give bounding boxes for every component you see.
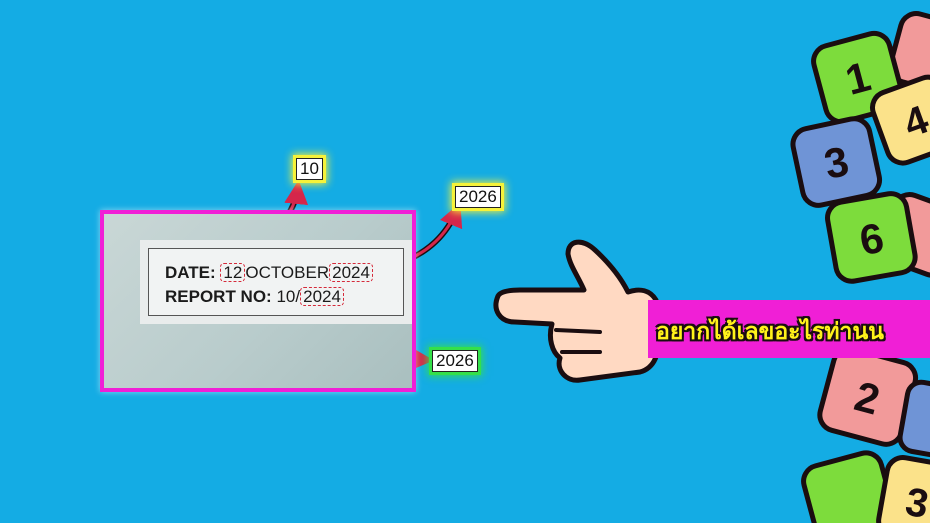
date-year-replacement-tag: 2026 [455, 186, 501, 208]
report-year-replacement-tag: 2026 [432, 350, 478, 372]
die-blue-right [897, 379, 930, 460]
date-day-highlight: 12 [220, 263, 246, 282]
report-year-highlight: 2024 [300, 287, 344, 306]
thai-banner: อยากได้เลขอะไรท่านน [648, 300, 930, 358]
date-month: OCTOBER [245, 263, 330, 282]
report-prefix: 10/ [276, 287, 301, 306]
banner-text: อยากได้เลขอะไรท่านน [656, 318, 884, 344]
die-3: 3 [790, 116, 883, 208]
report-label: REPORT NO: [165, 287, 272, 306]
pointing-hand-icon [493, 239, 661, 383]
date-label: DATE: [165, 263, 216, 282]
die-yellow-bottom: 3 [876, 455, 930, 523]
die-4: 4 [870, 74, 930, 166]
dice-decoration: 1 4 3 6 2 3 [790, 11, 930, 523]
date-year-highlight: 2024 [329, 263, 373, 282]
report-line: REPORT NO: 10/2024 [165, 287, 344, 307]
day-replacement-tag: 10 [296, 158, 323, 180]
die-6: 6 [825, 191, 918, 284]
